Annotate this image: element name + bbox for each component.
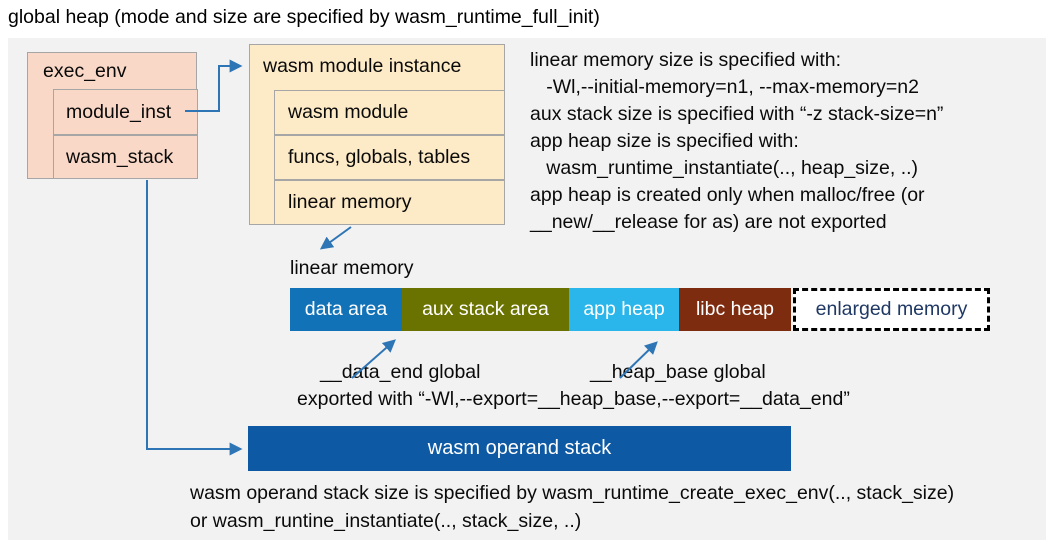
note-line: wasm operand stack size is specified by … (190, 482, 955, 504)
segment-aux-stack-area: aux stack area (402, 288, 569, 331)
exec-env-field-module-inst: module_inst (53, 89, 198, 135)
linear-memory-notes: linear memory size is specified with: -W… (530, 47, 943, 236)
note-line: or wasm_runtine_instantiate(.., stack_si… (190, 509, 582, 532)
segment-app-heap: app heap (569, 288, 679, 331)
wasm-module-instance-label: wasm module instance (263, 55, 462, 77)
note-line: linear memory size is specified with: (530, 49, 842, 71)
exec-env-label: exec_env (43, 60, 127, 82)
wasm-operand-stack-bar: wasm operand stack (248, 426, 791, 471)
data-end-global-label: __data_end global (320, 361, 481, 383)
heap-base-global-label: __heap_base global (590, 361, 766, 383)
note-line: app heap size is specified with: (530, 130, 799, 152)
segment-enlarged-memory: enlarged memory (793, 288, 990, 331)
note-line: __new/__release for as) are not exported (530, 211, 887, 233)
note-line: app heap is created only when malloc/fre… (530, 184, 925, 206)
instance-field-funcs-globals-tables: funcs, globals, tables (274, 135, 505, 180)
instance-field-linear-memory: linear memory (274, 180, 505, 225)
segment-data-area: data area (290, 288, 402, 331)
note-line: aux stack size is specified with “-z sta… (530, 103, 944, 125)
note-line: -Wl,--initial-memory=n1, --max-memory=n2 (530, 76, 919, 98)
instance-field-wasm-module: wasm module (274, 90, 505, 135)
exec-env-field-wasm-stack: wasm_stack (53, 135, 198, 179)
linear-memory-bar-label: linear memory (290, 257, 414, 279)
exported-with-label: exported with “-Wl,--export=__heap_base,… (297, 388, 850, 410)
diagram-title: global heap (mode and size are specified… (8, 6, 600, 28)
segment-libc-heap: libc heap (679, 288, 791, 331)
note-line: wasm_runtime_instantiate(.., heap_size, … (530, 157, 919, 179)
operand-stack-notes: wasm operand stack size is specified by … (190, 480, 954, 535)
